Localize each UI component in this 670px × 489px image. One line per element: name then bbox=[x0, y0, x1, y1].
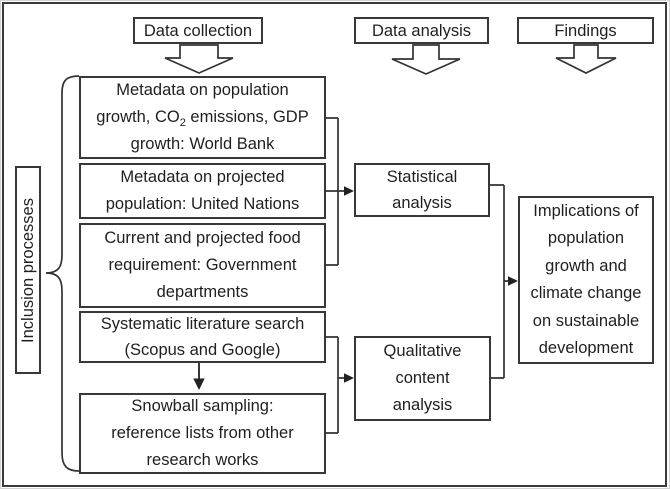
co2-subscript: 2 bbox=[179, 117, 186, 129]
box-metadata-united-nations: Metadata on projected population: United… bbox=[79, 163, 326, 219]
world-bank-line3: growth: World Bank bbox=[130, 135, 275, 153]
box-statistical-analysis: Statistical analysis bbox=[354, 163, 490, 217]
box-snowball-sampling: Snowball sampling: reference lists from … bbox=[79, 393, 326, 474]
co2-prefix: growth, CO bbox=[96, 108, 180, 126]
arrowhead-to-statistical bbox=[344, 186, 354, 196]
world-bank-text: Metadata on population growth, CO2 emiss… bbox=[96, 77, 308, 158]
box-food-requirement-government: Current and projected food requirement: … bbox=[79, 223, 326, 308]
header-findings: Findings bbox=[517, 17, 654, 44]
world-bank-line2: growth, CO2 emissions, GDP bbox=[96, 104, 308, 131]
arrowhead-to-implications bbox=[508, 276, 518, 286]
box-metadata-world-bank: Metadata on population growth, CO2 emiss… bbox=[79, 76, 326, 159]
header-data-analysis: Data analysis bbox=[354, 17, 489, 44]
bracket-analysis-to-implications bbox=[490, 184, 510, 379]
box-implications-findings: Implications of population growth and cl… bbox=[518, 196, 654, 364]
box-systematic-literature-search: Systematic literature search (Scopus and… bbox=[79, 311, 326, 363]
inclusion-curly-brace bbox=[45, 75, 80, 472]
arrowhead-to-snowball bbox=[193, 378, 205, 390]
down-block-arrow-analysis bbox=[391, 44, 461, 75]
bracket-literature-to-qualitative bbox=[326, 336, 346, 434]
box-qualitative-content-analysis: Qualitative content analysis bbox=[354, 336, 491, 421]
co2-suffix: emissions, GDP bbox=[185, 108, 309, 126]
inclusion-processes-label-box: Inclusion processes bbox=[15, 166, 41, 374]
down-block-arrow-findings bbox=[555, 44, 617, 74]
arrowhead-to-qualitative bbox=[344, 373, 354, 383]
world-bank-line1: Metadata on population bbox=[116, 81, 289, 99]
header-data-collection: Data collection bbox=[133, 17, 263, 44]
bracket-metadata-to-statistical bbox=[326, 117, 346, 266]
down-block-arrow-collection bbox=[164, 44, 234, 74]
inclusion-processes-label: Inclusion processes bbox=[18, 197, 37, 343]
